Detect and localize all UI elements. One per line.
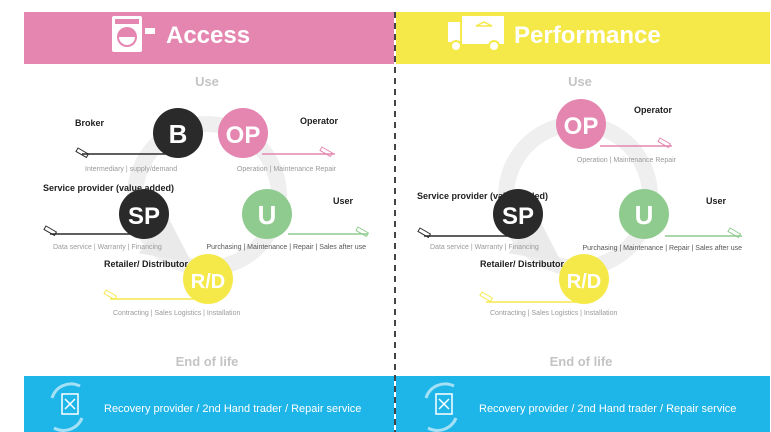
perf-operator-node: [556, 99, 606, 149]
access-banner: [24, 12, 394, 64]
broker-node: [153, 108, 203, 158]
broker-name: Broker: [75, 118, 105, 128]
perf-service-provider-code: SP: [502, 203, 534, 230]
panel-access: Access Use Broker Intermediary | supply/…: [24, 12, 394, 432]
access-footer-text: Recovery provider / 2nd Hand trader / Re…: [104, 403, 361, 415]
access-use-label: Use: [195, 74, 219, 89]
operator-desc: Operation | Maintenance Repair: [237, 166, 337, 173]
perf-service-provider-name: Service provider (value added): [417, 191, 548, 201]
perf-retailer-name: Retailer/ Distributor: [480, 259, 565, 269]
performance-actor-user: U User Purchasing | Maintenance | Repair…: [582, 189, 742, 252]
perf-service-provider-desc: Data service | Warranty | Financing: [430, 244, 539, 251]
perf-retailer-node: [559, 254, 609, 304]
perf-operator-desc: Operation | Maintenance Repair: [577, 157, 677, 164]
panel-performance: Performance Use OP Operator Operation | …: [396, 12, 770, 432]
user-node: [242, 189, 292, 239]
performance-footer: [396, 376, 770, 432]
washing-machine-icon: [112, 16, 155, 52]
broker-pencil-icon: [75, 147, 90, 159]
service-provider-desc: Data service | Warranty | Financing: [53, 244, 162, 251]
access-footer: [24, 376, 394, 432]
service-provider-pencil-icon: [43, 225, 58, 237]
access-actor-broker: Broker Intermediary | supply/demand B: [75, 108, 203, 173]
perf-user-code: U: [635, 200, 654, 230]
perf-operator-name: Operator: [634, 105, 673, 115]
operator-name: Operator: [300, 116, 339, 126]
retailer-code: R/D: [191, 271, 225, 293]
repair-cycle-icon: [50, 382, 84, 432]
performance-actor-retailer: Retailer/ Distributor Contracting | Sale…: [479, 254, 617, 317]
perf-user-desc: Purchasing | Maintenance | Repair | Sale…: [582, 245, 742, 252]
performance-title: Performance: [514, 22, 661, 49]
perf-retailer-desc: Contracting | Sales Logistics | Installa…: [490, 310, 617, 317]
perf-service-provider-pencil-icon: [417, 227, 432, 239]
perf-retailer-pencil-icon: [479, 291, 494, 303]
retailer-pencil-icon: [103, 289, 118, 301]
access-actor-service-provider: Service provider (value added) Data serv…: [43, 183, 174, 251]
performance-footer-text: Recovery provider / 2nd Hand trader / Re…: [479, 403, 736, 415]
operator-node: [218, 108, 268, 158]
retailer-node: [183, 254, 233, 304]
perf-retailer-code: R/D: [567, 271, 601, 293]
delivery-truck-icon: [448, 16, 504, 52]
performance-end-of-life-label: End of life: [550, 354, 613, 369]
service-provider-code: SP: [128, 203, 160, 230]
user-name: User: [333, 196, 354, 206]
service-provider-name: Service provider (value added): [43, 183, 174, 193]
access-title: Access: [166, 22, 250, 49]
user-code: U: [258, 200, 277, 230]
access-actor-operator: OP Operator Operation | Maintenance Repa…: [218, 108, 339, 173]
performance-actor-service-provider: Service provider (value added) Data serv…: [417, 189, 548, 251]
broker-code: B: [169, 119, 188, 149]
operator-pencil-icon: [319, 146, 334, 158]
perf-user-node: [619, 189, 669, 239]
access-actor-user: U User Purchasing | Maintenance | Repair…: [206, 189, 370, 251]
access-end-of-life-label: End of life: [176, 354, 239, 369]
retailer-name: Retailer/ Distributor: [104, 259, 189, 269]
retailer-desc: Contracting | Sales Logistics | Installa…: [113, 310, 240, 317]
perf-operator-code: OP: [564, 113, 599, 140]
user-desc: Purchasing | Maintenance | Repair | Sale…: [206, 244, 366, 251]
user-pencil-icon: [355, 226, 370, 238]
broker-desc: Intermediary | supply/demand: [85, 166, 177, 173]
performance-actor-operator: OP Operator Operation | Maintenance Repa…: [556, 99, 677, 164]
perf-user-pencil-icon: [727, 227, 742, 239]
perf-user-name: User: [706, 196, 727, 206]
performance-use-label: Use: [568, 74, 592, 89]
access-actor-retailer: Retailer/ Distributor Contracting | Sale…: [103, 254, 240, 317]
service-provider-node: [119, 189, 169, 239]
perf-operator-pencil-icon: [657, 137, 672, 149]
operator-code: OP: [226, 122, 261, 149]
perf-service-provider-node: [493, 189, 543, 239]
repair-cycle-icon: [424, 382, 458, 432]
